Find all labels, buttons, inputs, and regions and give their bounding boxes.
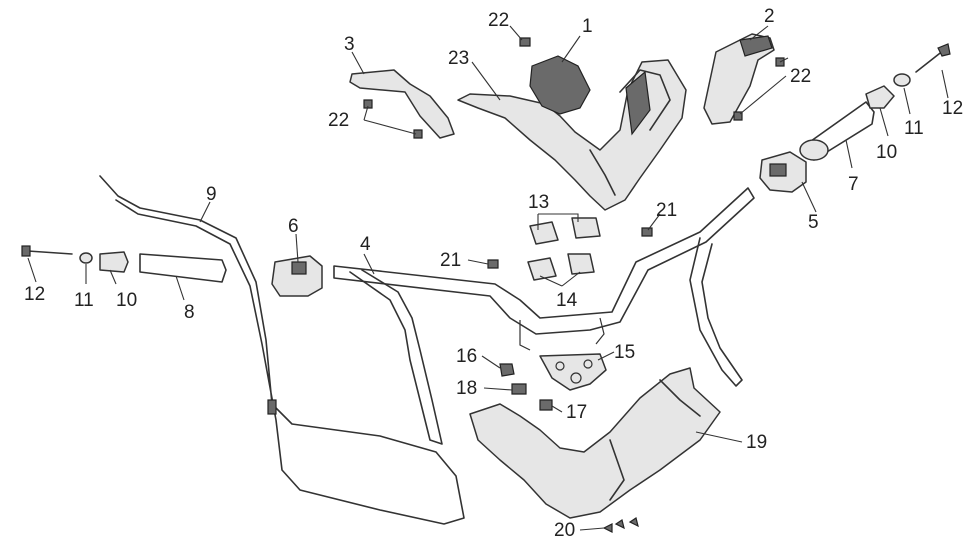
part-11-washer-right (893, 73, 911, 87)
callout-13: 13 (528, 192, 549, 213)
callout-10-left: 10 (116, 290, 137, 311)
left-bar-end-parts (21, 245, 227, 283)
part-2-side-cap (703, 33, 775, 125)
part-5-right-switch (759, 151, 807, 193)
part-11-washer-left (79, 252, 93, 264)
callout-22-right: 22 (790, 66, 811, 87)
callout-9: 9 (206, 184, 217, 205)
callout-18: 18 (456, 378, 477, 399)
callout-12-right: 12 (942, 98, 963, 119)
right-bar-end-parts (865, 43, 951, 109)
callout-21-left: 21 (440, 250, 461, 271)
part-8-left-grip (139, 253, 227, 283)
small-fasteners (363, 37, 785, 533)
callout-7: 7 (848, 174, 859, 195)
part-9-cable (99, 175, 465, 525)
callout-14: 14 (556, 290, 578, 311)
callout-22-top: 22 (488, 10, 509, 31)
callout-12-left: 12 (24, 284, 45, 305)
callout-8: 8 (184, 302, 195, 323)
callout-19: 19 (746, 432, 767, 453)
callout-2: 2 (764, 6, 775, 27)
part-23-rear-cover (457, 59, 687, 211)
callout-11-left: 11 (74, 290, 94, 311)
callout-22-left: 22 (328, 110, 349, 131)
part-18-clip (511, 383, 527, 395)
callout-10-right: 10 (876, 142, 897, 163)
part-12-bolt-right (915, 49, 945, 73)
part-21-screw-b (641, 227, 653, 237)
callout-labels: 1 2 3 4 5 6 7 8 9 10 10 11 11 12 12 13 1… (24, 6, 963, 540)
callout-5: 5 (808, 212, 819, 233)
part-3-side-cap (349, 69, 455, 139)
parts-13-14-rubber-blocks (527, 217, 601, 281)
callout-3: 3 (344, 34, 355, 55)
callout-11-right: 11 (904, 118, 924, 139)
part-21-screw-a (487, 259, 499, 269)
callout-21-right: 21 (656, 200, 677, 221)
part-19-front-cover (469, 367, 721, 519)
callout-15: 15 (614, 342, 635, 363)
part-17-clip (539, 399, 553, 411)
leader-lines (27, 25, 949, 531)
part-4-handlebar (333, 187, 755, 445)
part-12-bolt-left (27, 250, 73, 255)
part-20-screw (602, 523, 613, 533)
callout-6: 6 (288, 216, 299, 237)
part-7-right-grip (799, 101, 875, 161)
part-10-weight-left (99, 251, 129, 273)
callout-17: 17 (566, 402, 587, 423)
callout-4: 4 (360, 234, 371, 255)
part-22-clip-a (519, 37, 531, 47)
part-22-clip-c (363, 99, 373, 109)
callout-16: 16 (456, 346, 477, 367)
part-15-bracket (539, 353, 607, 391)
callout-20: 20 (554, 520, 575, 540)
part-16-nut (499, 363, 515, 377)
part-10-weight-right (865, 85, 895, 109)
callout-23: 23 (448, 48, 469, 69)
callout-1: 1 (582, 16, 593, 37)
part-6-left-switch (271, 255, 323, 297)
part-1-visor (529, 55, 591, 115)
